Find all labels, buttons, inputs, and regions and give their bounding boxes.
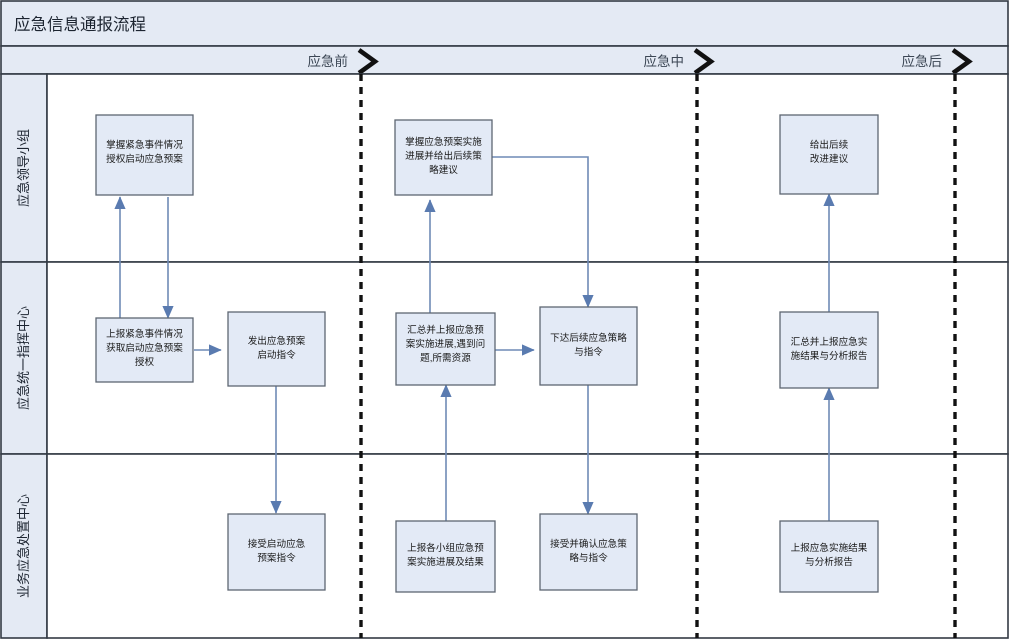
node-label-n5-line2: 启动指令: [257, 349, 296, 361]
node-label-n6-line3: 题,所需资源: [420, 353, 471, 364]
node-label-n10-line1: 上报各小组应急预: [407, 542, 484, 554]
node-label-n3-line2: 改进建议: [810, 153, 849, 165]
phase-label-pre: 应急前: [308, 53, 349, 69]
phase-chevron-pre-icon: [357, 48, 379, 75]
node-label-n2-line1: 掌握应急预案实施: [405, 136, 482, 148]
lane-label-command: 应急统一指挥中心: [16, 306, 31, 410]
node-box-n6[interactable]: [395, 312, 496, 386]
node-label-n4-line2: 获取启动应急预案: [106, 342, 183, 354]
node-label-n7-line2: 与指令: [574, 346, 603, 358]
node-label-n7-line1: 下达后续应急策略: [550, 332, 627, 344]
node-box-n4[interactable]: [95, 317, 194, 383]
phase-chevron-during-icon: [693, 48, 715, 75]
node-box-n1[interactable]: [95, 114, 194, 196]
node-n11[interactable]: 接受并确认应急策 略与指令: [539, 513, 638, 591]
node-label-n6-line2: 案实施进展,遇到问: [406, 338, 485, 350]
node-box-n2[interactable]: [394, 119, 493, 196]
connector-layer: [114, 156, 835, 521]
node-box-n12[interactable]: [779, 520, 879, 593]
node-label-n3-line1: 给出后续: [810, 139, 849, 151]
node-label-n4-line1: 上报紧急事件情况: [106, 328, 183, 340]
node-box-n11[interactable]: [539, 513, 638, 591]
node-box-n7[interactable]: [539, 306, 638, 386]
node-n1[interactable]: 掌握紧急事件情况 授权启动应急预案: [95, 114, 194, 196]
lane-header-command: [0, 261, 48, 455]
node-label-n10-line2: 案实施进展及结果: [407, 556, 484, 568]
lane-label-ops: 业务应急处置中心: [16, 494, 31, 598]
node-label-n8-line2: 施结果与分析报告: [791, 350, 868, 362]
node-label-n11-line1: 接受并确认应急策: [550, 538, 627, 550]
page-title: 应急信息通报流程: [14, 15, 146, 34]
node-label-n2-line2: 进展并给出后续策: [405, 150, 482, 162]
node-n7[interactable]: 下达后续应急策略 与指令: [539, 306, 638, 386]
node-label-n6-line1: 汇总并上报应急预: [407, 324, 484, 336]
node-label-n1-line2: 授权启动应急预案: [106, 153, 183, 165]
phase-chevron-post-icon: [951, 48, 973, 75]
lane-header-leader: [0, 73, 48, 263]
node-label-n12-line1: 上报应急实施结果: [791, 542, 868, 554]
node-n4[interactable]: 上报紧急事件情况 获取启动应急预案 授权: [95, 317, 194, 383]
lane-label-leader: 应急领导小组: [16, 129, 31, 207]
node-n8[interactable]: 汇总并上报应急实 施结果与分析报告: [779, 311, 879, 389]
node-label-n2-line3: 略建议: [429, 164, 458, 176]
lane-header-ops: [0, 453, 48, 639]
node-label-n11-line2: 略与指令: [569, 552, 608, 564]
node-label-n1-line1: 掌握紧急事件情况: [106, 139, 183, 151]
node-n9[interactable]: 接受启动应急 预案指令: [227, 513, 326, 591]
connector-n2-to-n7: [492, 156, 594, 308]
node-box-n3[interactable]: [779, 114, 879, 195]
node-box-n9[interactable]: [227, 513, 326, 591]
node-label-n8-line1: 汇总并上报应急实: [791, 336, 868, 348]
phase-label-post: 应急后: [902, 53, 943, 69]
title-band: [0, 0, 1009, 47]
node-box-n8[interactable]: [779, 311, 879, 389]
node-n6[interactable]: 汇总并上报应急预 案实施进展,遇到问 题,所需资源: [395, 312, 496, 386]
node-n12[interactable]: 上报应急实施结果 与分析报告: [779, 520, 879, 593]
node-n2[interactable]: 掌握应急预案实施 进展并给出后续策 略建议: [394, 119, 493, 196]
node-label-n4-line3: 授权: [135, 356, 155, 368]
node-box-n5[interactable]: [227, 311, 326, 387]
node-n10[interactable]: 上报各小组应急预 案实施进展及结果: [395, 520, 496, 593]
node-n5[interactable]: 发出应急预案 启动指令: [227, 311, 326, 387]
phase-label-during: 应急中: [644, 53, 685, 69]
phase-header-band: [0, 45, 1009, 75]
node-box-n10[interactable]: [395, 520, 496, 593]
node-label-n12-line2: 与分析报告: [805, 556, 853, 568]
node-n3[interactable]: 给出后续 改进建议: [779, 114, 879, 195]
node-label-n9-line1: 接受启动应急: [248, 538, 306, 550]
node-label-n9-line2: 预案指令: [257, 552, 296, 564]
node-label-n5-line1: 发出应急预案: [248, 335, 306, 347]
